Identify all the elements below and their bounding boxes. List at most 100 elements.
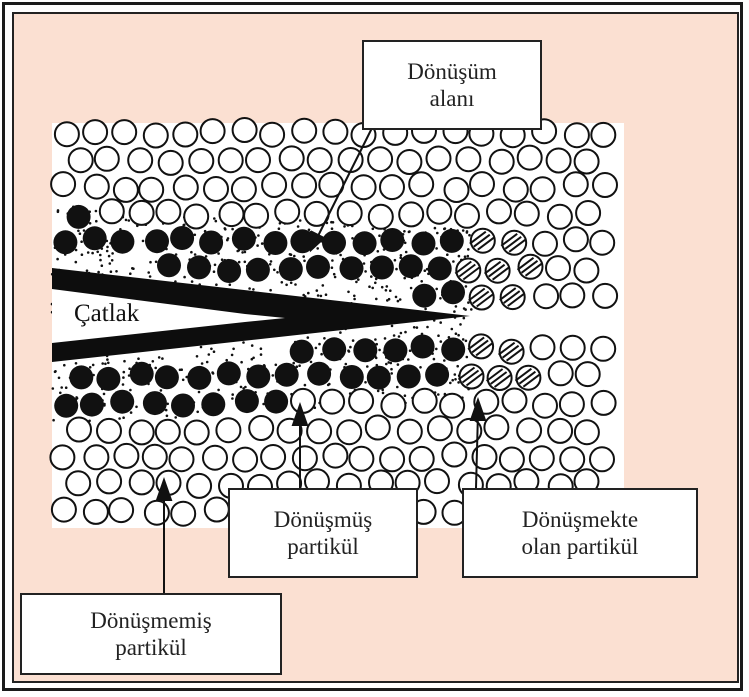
zone-dot	[462, 338, 465, 341]
transformed-particle	[54, 394, 78, 418]
transformation-zone-label: Dönüşüm alanı	[407, 58, 496, 112]
transformed-particle	[130, 362, 154, 386]
untransformed-particle	[292, 119, 316, 143]
zone-dot	[437, 393, 440, 396]
zone-dot	[213, 217, 216, 220]
untransformed-particle	[244, 204, 268, 228]
zone-dot	[466, 230, 469, 233]
zone-dot	[183, 276, 186, 279]
zone-dot	[378, 349, 381, 352]
zone-dot	[424, 308, 427, 311]
zone-dot	[292, 362, 295, 365]
zone-dot	[435, 247, 438, 250]
zone-dot	[99, 259, 102, 262]
zone-dot	[297, 225, 300, 228]
zone-dot	[403, 277, 406, 280]
untransformed-particle	[69, 148, 93, 172]
untransformed-particle	[170, 447, 194, 471]
zone-dot	[405, 251, 408, 254]
zone-dot	[416, 326, 419, 329]
zone-dot	[366, 365, 369, 368]
transformed-particle	[428, 257, 452, 281]
zone-dot	[226, 239, 229, 242]
zone-dot	[110, 270, 113, 273]
zone-dot	[398, 335, 401, 338]
untransformed-particle	[398, 420, 422, 444]
untransformed-particle	[114, 178, 138, 202]
transformed-particle	[201, 392, 225, 416]
transformed-particle	[353, 338, 377, 362]
zone-dot	[131, 267, 134, 270]
zone-dot	[433, 358, 436, 361]
zone-dot	[60, 386, 63, 389]
zone-dot	[331, 227, 334, 230]
zone-dot	[400, 254, 403, 257]
zone-dot	[123, 360, 126, 363]
untransformed-particle	[530, 446, 554, 470]
untransformed-particle	[427, 200, 451, 224]
untransformed-particle	[145, 501, 169, 525]
untransformed-particle	[592, 391, 616, 415]
untransformed-particle	[560, 283, 584, 307]
zone-dot	[345, 363, 348, 366]
zone-dot	[111, 252, 114, 255]
zone-dot	[396, 386, 399, 389]
zone-dot	[225, 359, 228, 362]
zone-dot	[229, 283, 232, 286]
transformed-particle	[307, 362, 331, 386]
zone-dot	[128, 219, 131, 222]
zone-dot	[244, 386, 247, 389]
untransformed-particle	[97, 469, 121, 493]
untransformed-particle	[369, 205, 393, 229]
zone-dot	[104, 363, 107, 366]
zone-dot	[97, 271, 100, 274]
zone-dot	[201, 362, 204, 365]
transformed-particle	[275, 363, 299, 387]
zone-dot	[385, 363, 388, 366]
untransformed-particle	[66, 471, 90, 495]
zone-dot	[210, 348, 213, 351]
untransformed-particle	[366, 416, 390, 440]
untransformed-particle	[189, 149, 213, 173]
zone-dot	[290, 282, 293, 285]
zone-dot	[397, 363, 400, 366]
zone-dot	[194, 253, 197, 256]
zone-dot	[467, 301, 470, 304]
untransformed-particle	[349, 389, 373, 413]
zone-dot	[308, 229, 311, 232]
untransformed-particle	[487, 199, 511, 223]
zone-dot	[147, 271, 150, 274]
zone-dot	[355, 281, 358, 284]
zone-dot	[391, 325, 394, 328]
zone-dot	[307, 292, 310, 295]
untransformed-particle-box: Dönüşmemiş partikül	[20, 593, 282, 675]
zone-dot	[63, 364, 66, 367]
untransformed-particle	[233, 448, 257, 472]
zone-dot	[318, 343, 321, 346]
zone-dot	[241, 251, 244, 254]
untransformed-particle	[184, 205, 208, 229]
zone-dot	[403, 230, 406, 233]
zone-dot	[252, 288, 255, 291]
zone-dot	[125, 219, 128, 222]
untransformed-particle	[201, 119, 225, 143]
untransformed-particle	[246, 148, 270, 172]
zone-dot	[375, 298, 378, 301]
transforming-particle-label: Dönüşmekte olan partikül	[522, 506, 639, 560]
zone-dot	[444, 227, 447, 230]
transformed-particle	[441, 338, 465, 362]
zone-dot	[435, 288, 438, 291]
zone-dot	[290, 253, 293, 256]
untransformed-particle	[442, 443, 466, 467]
zone-dot	[109, 262, 112, 265]
zone-dot	[149, 261, 152, 264]
zone-dot	[231, 228, 234, 231]
transformed-particle	[264, 390, 288, 414]
zone-dot	[256, 244, 259, 247]
untransformed-particle	[232, 177, 256, 201]
zone-dot	[467, 255, 470, 258]
untransformed-particle	[517, 418, 541, 442]
zone-dot	[390, 362, 393, 365]
zone-dot	[81, 253, 84, 256]
zone-dot	[426, 326, 429, 329]
